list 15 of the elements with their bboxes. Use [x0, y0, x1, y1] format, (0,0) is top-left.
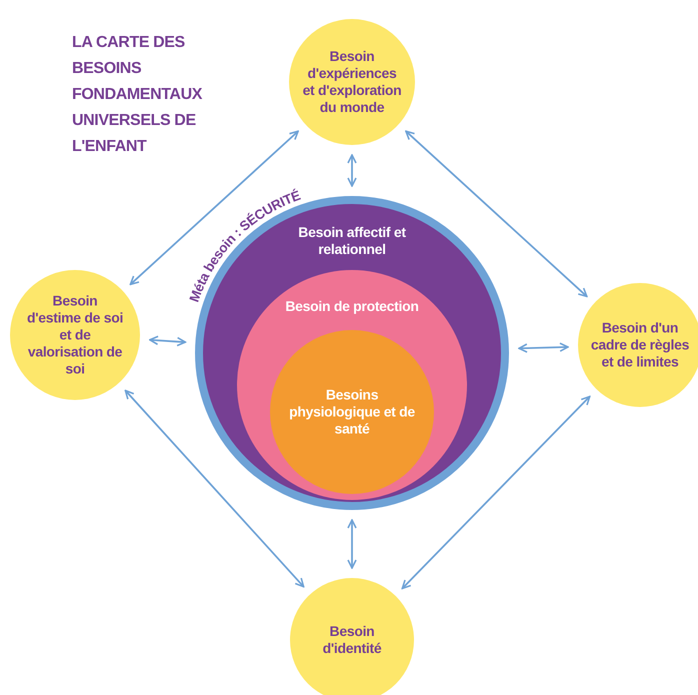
double-arrow — [149, 336, 186, 346]
need-label: Besoins physiologique et de santé — [288, 386, 416, 438]
need-label: Besoin de protection — [284, 298, 420, 315]
need-label: Besoin d'identité — [322, 623, 382, 657]
need-label: Besoin affectif et relationnel — [298, 224, 407, 258]
double-arrow — [405, 130, 588, 298]
double-arrow — [518, 342, 569, 353]
double-arrow — [124, 390, 304, 588]
double-arrow — [347, 154, 357, 187]
title: LA CARTE DES BESOINS FONDAMENTAUX UNIVERSELS DE L'ENFANT — [72, 33, 204, 157]
need-label: Besoin d'estime de soi et de valorisation de soi — [26, 292, 124, 378]
double-arrow — [347, 519, 357, 569]
double-arrow — [402, 396, 590, 590]
need-label: Besoin d'un cadre de règles et de limites — [590, 320, 690, 370]
need-label: Besoin d'expériences et d'exploration du monde — [302, 48, 402, 116]
